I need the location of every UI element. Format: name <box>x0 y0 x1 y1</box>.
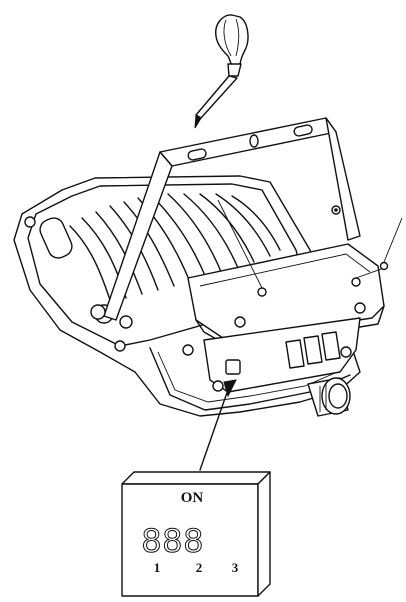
dip-position-3: 3 <box>232 560 239 575</box>
screwdriver-icon <box>194 14 249 129</box>
pointer-arrow-icon <box>199 379 237 471</box>
cable-gland <box>307 377 351 417</box>
dip-switch-window <box>225 359 241 375</box>
dip-position-1: 1 <box>154 560 161 575</box>
dip-on-label: ON <box>181 490 204 506</box>
dip-switch-detail: ON 888 1 2 3 <box>121 471 271 597</box>
mounting-bracket <box>90 117 361 321</box>
dip-segment-glyphs: 888 <box>142 522 205 560</box>
heatsink-fins <box>69 193 281 301</box>
screw-leaders <box>217 199 403 289</box>
dip-position-2: 2 <box>196 560 203 575</box>
driver-box-base <box>182 317 361 393</box>
